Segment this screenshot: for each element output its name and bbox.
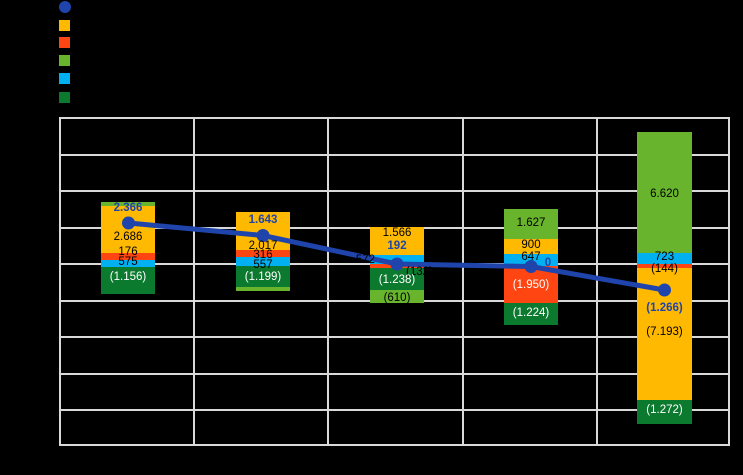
segment-label: 647 — [521, 251, 541, 263]
bar1-cyan-segment — [101, 260, 155, 267]
segment-label: 557 — [253, 259, 273, 271]
gridline — [61, 373, 728, 375]
legend-marker-light-green-icon — [59, 55, 70, 66]
line-label: 0 — [544, 257, 552, 269]
segment-label: (1.156) — [109, 271, 147, 283]
bar1-orange-red-segment — [101, 253, 155, 260]
line-label: 192 — [387, 240, 407, 252]
bar1-gold-segment — [101, 206, 155, 253]
bar3-dark-green-segment — [370, 268, 424, 290]
bar4-light-green-segment — [504, 209, 558, 239]
segment-label: 316 — [253, 249, 273, 261]
segment-label: 2.686 — [113, 231, 143, 243]
segment-label: (1.950) — [512, 279, 550, 291]
segment-label: 900 — [521, 239, 541, 251]
legend-marker-cyan-icon — [59, 73, 70, 84]
line-point-5 — [658, 283, 671, 297]
segment-label: (7.193) — [646, 326, 683, 338]
bar2-cyan-segment — [236, 257, 290, 266]
segment-label: (144) — [651, 263, 678, 275]
bar3-gold-segment — [370, 227, 424, 255]
segment-label: 723 — [654, 251, 675, 263]
bar4-dark-green-segment — [504, 303, 558, 325]
gridline — [61, 154, 728, 156]
segment-label: 2.017 — [248, 240, 278, 252]
legend-marker-orange-red-icon — [59, 37, 70, 48]
segment-label: (132) — [406, 266, 433, 278]
segment-label: 6.620 — [650, 188, 679, 200]
line-point-1 — [122, 216, 135, 230]
gridline — [193, 119, 195, 444]
bar5-orange-red-segment — [637, 264, 692, 268]
segment-label: 1.566 — [382, 227, 412, 239]
segment-label: (1.199) — [244, 271, 282, 283]
bar5-light-green-segment — [637, 132, 692, 253]
segment-label: (610) — [383, 292, 411, 304]
plot-area: 2.366 2.686 176 575 (1.156) 1.643 2.017 … — [59, 117, 730, 446]
bar4-gold-segment — [504, 239, 558, 254]
gridline — [596, 119, 598, 444]
gridline — [61, 336, 728, 338]
bar1-light-green-segment — [101, 202, 155, 206]
legend-marker-gold-icon — [59, 20, 70, 31]
bar2-dark-green-segment — [236, 266, 290, 287]
bar2-light-green-segment — [236, 287, 290, 291]
line-point-3 — [390, 257, 404, 271]
segment-label: 1.627 — [516, 217, 546, 229]
gridline — [327, 119, 329, 444]
line-point-4 — [524, 260, 538, 273]
segment-label: 572 — [355, 254, 375, 266]
line-label: 1.643 — [248, 214, 278, 226]
line-label: 2.366 — [113, 202, 143, 214]
bar5-dark-green-segment — [637, 400, 692, 424]
gridline — [61, 409, 728, 411]
gridline — [462, 119, 464, 444]
segment-label: (1.224) — [512, 307, 550, 319]
segment-label: (1.272) — [646, 404, 683, 416]
bar1-dark-green-segment — [101, 267, 155, 294]
legend-marker-line-icon — [59, 1, 71, 13]
segment-label: 575 — [118, 256, 138, 268]
line-point-2 — [256, 229, 270, 242]
gridline — [61, 190, 728, 192]
line-label: (1.266) — [646, 302, 683, 314]
line-series — [122, 216, 671, 297]
bar5-cyan-segment — [637, 253, 692, 264]
segment-label: 176 — [118, 246, 138, 258]
legend-marker-dark-green-icon — [59, 92, 70, 103]
bar2-orange-red-segment — [236, 250, 290, 257]
segment-label: (1.238) — [378, 274, 416, 286]
bar3-light-green-segment — [370, 290, 424, 303]
